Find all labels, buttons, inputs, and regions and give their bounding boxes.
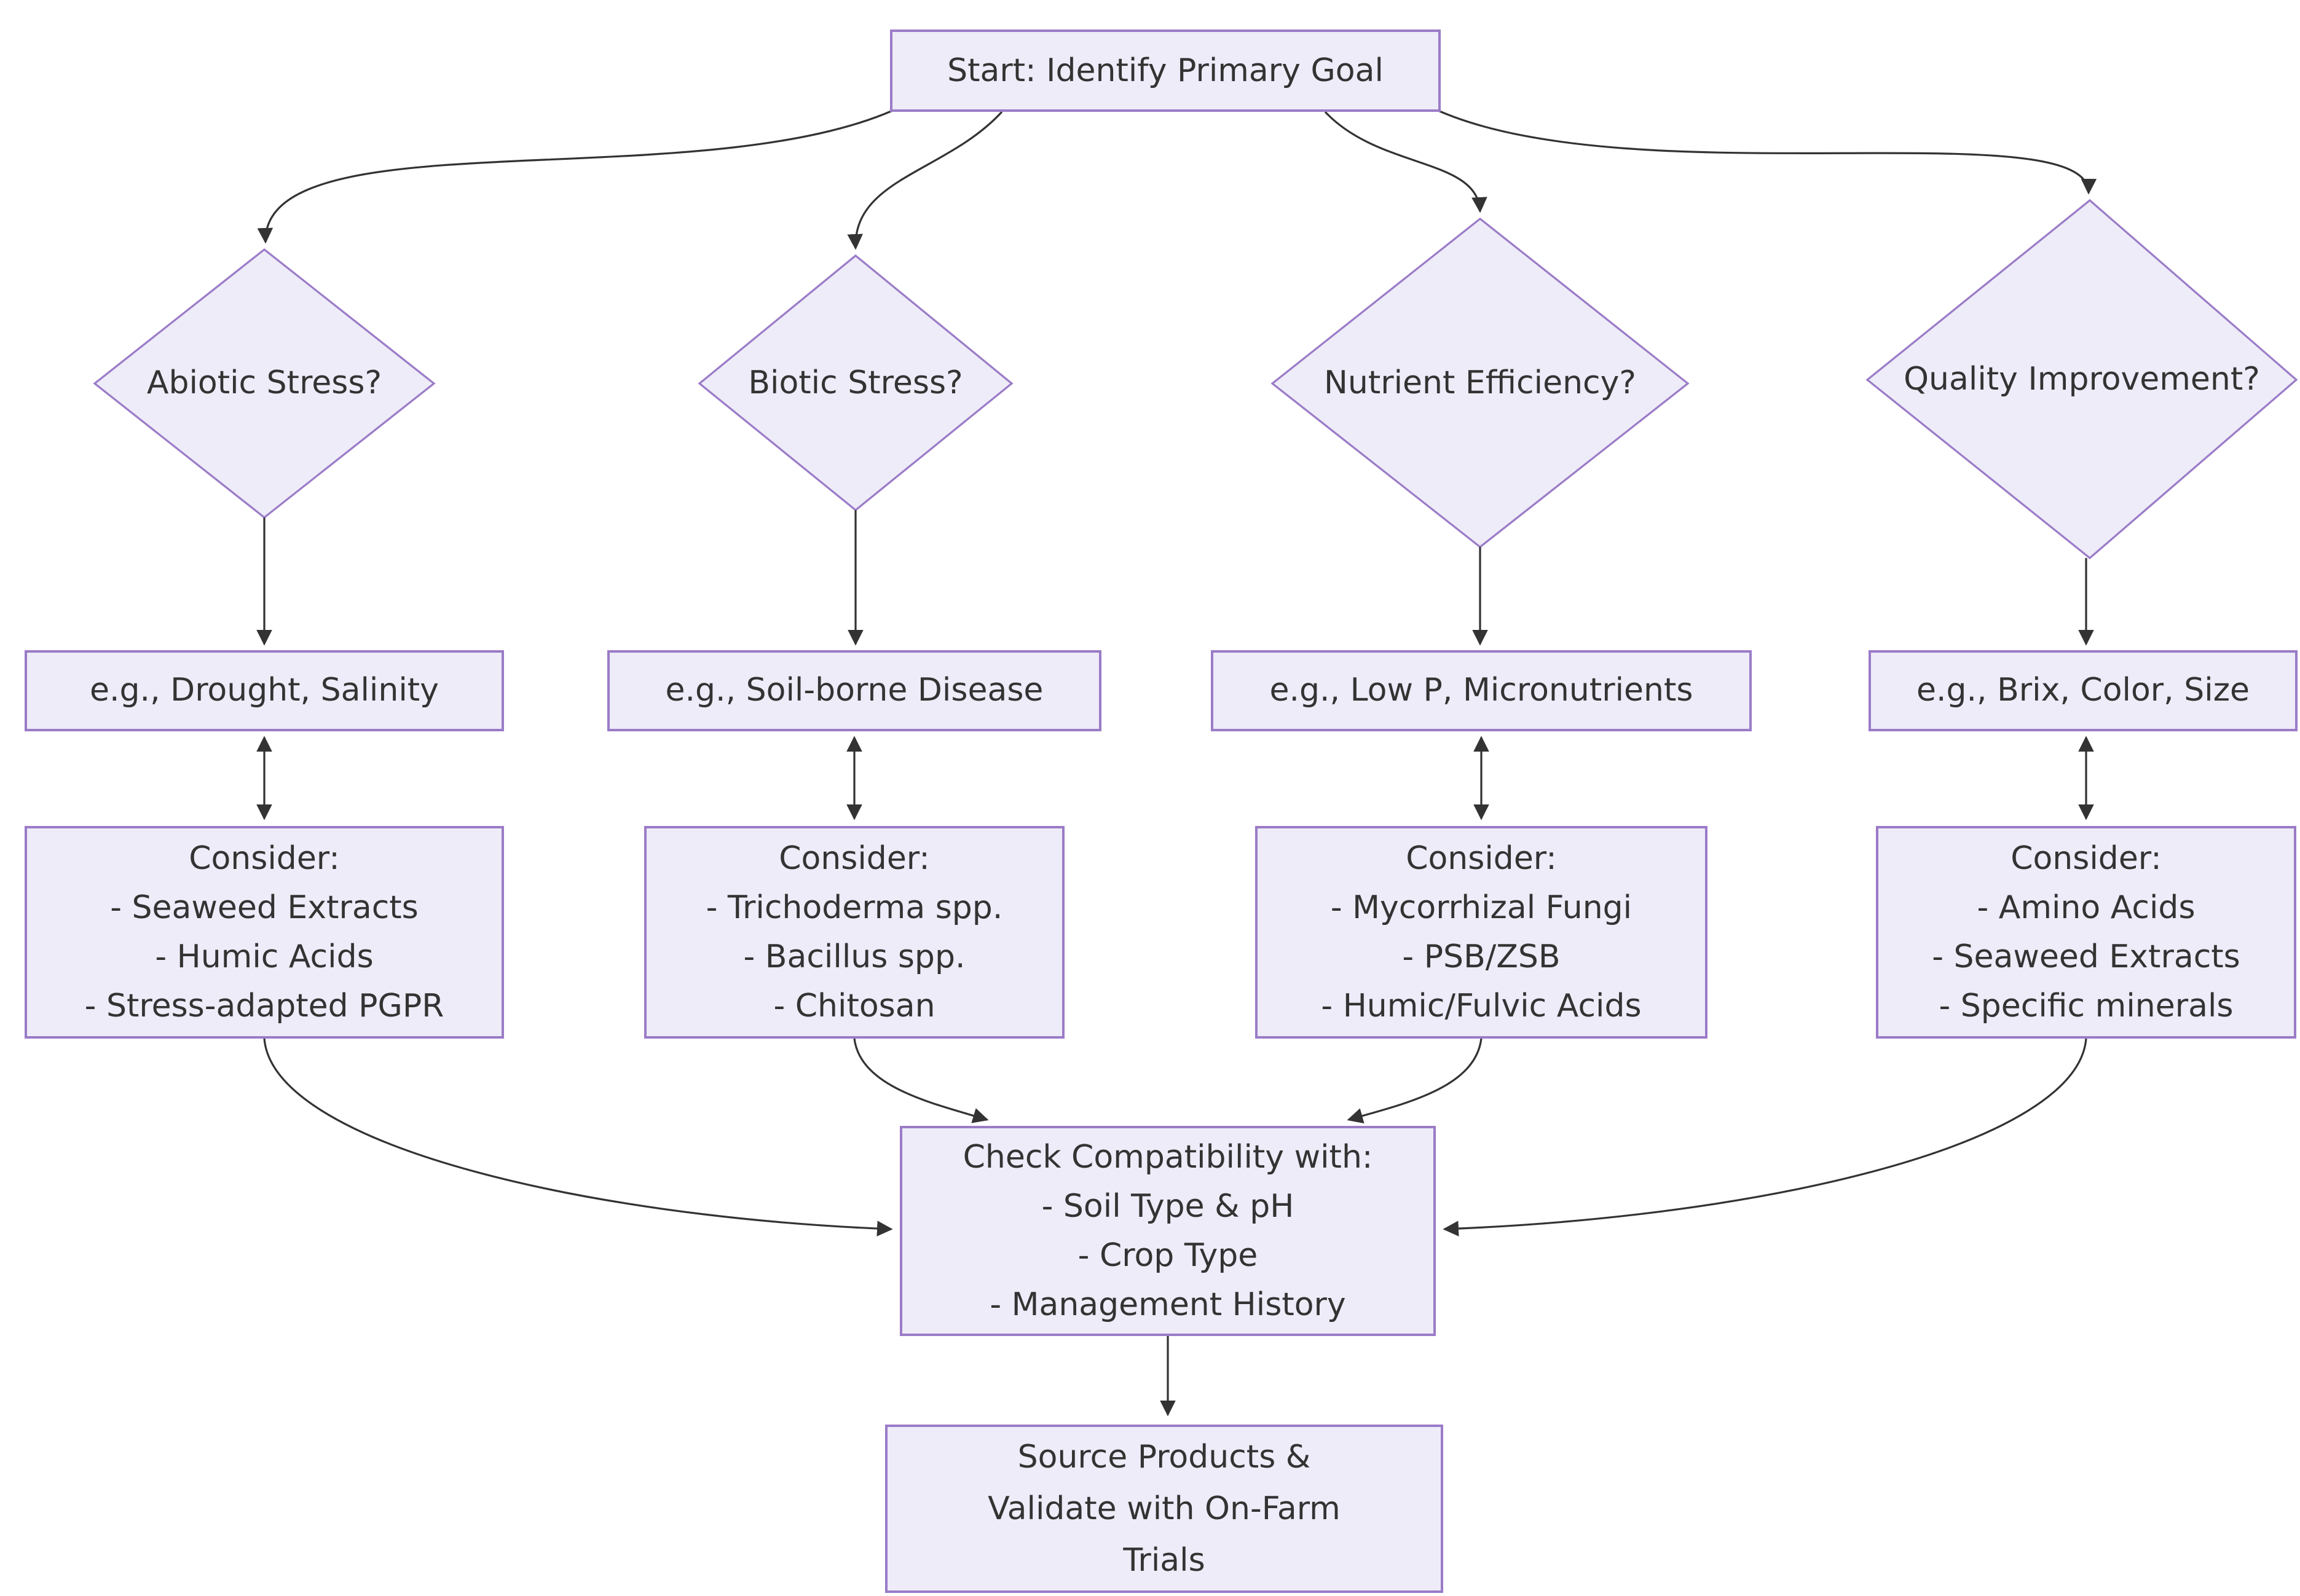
consider-item: - Trichoderma spp. <box>706 889 1003 926</box>
decision-label: Nutrient Efficiency? <box>1323 364 1636 401</box>
consider-title: Consider: <box>1406 840 1557 877</box>
decision-biotic: Biotic Stress? <box>699 256 1012 510</box>
consider-title: Consider: <box>779 840 930 877</box>
compatibility-box: Check Compatibility with: - Soil Type & … <box>900 1126 1436 1336</box>
compatibility-item: - Soil Type & pH <box>1041 1188 1294 1225</box>
consider-item: - Specific minerals <box>1939 988 2234 1024</box>
compatibility-item: - Crop Type <box>1077 1237 1258 1274</box>
example-label: e.g., Drought, Salinity <box>90 672 439 709</box>
consider-item: - Amino Acids <box>1977 889 2196 926</box>
consider-item: - Bacillus spp. <box>743 938 966 975</box>
consider-item: - PSB/ZSB <box>1402 938 1561 975</box>
consider-box-2: Consider: - Trichoderma spp. - Bacillus … <box>644 826 1065 1039</box>
final-box: Source Products & Validate with On-Farm … <box>885 1425 1443 1593</box>
consider-box-4: Consider: - Amino Acids - Seaweed Extrac… <box>1876 826 2296 1039</box>
example-label: e.g., Soil-borne Disease <box>665 672 1044 709</box>
final-line: Source Products & <box>1017 1439 1311 1476</box>
edge-start-to-abiotic <box>257 109 893 244</box>
consider-item: - Humic/Fulvic Acids <box>1321 988 1642 1024</box>
consider-box-1: Consider: - Seaweed Extracts - Humic Aci… <box>25 826 504 1039</box>
decision-nutrient: Nutrient Efficiency? <box>1272 219 1688 547</box>
example-box-4: e.g., Brix, Color, Size <box>1869 650 2298 731</box>
decision-quality: Quality Improvement? <box>1867 200 2296 558</box>
edge-consider1-compatibility <box>263 1038 893 1236</box>
final-line: Trials <box>1123 1542 1205 1579</box>
consider-item: - Seaweed Extracts <box>1932 938 2240 975</box>
consider-title: Consider: <box>2011 840 2162 877</box>
example-box-2: e.g., Soil-borne Disease <box>607 650 1101 731</box>
example-label: e.g., Brix, Color, Size <box>1916 672 2250 709</box>
decision-quality-shape <box>1865 199 2298 560</box>
example-label: e.g., Low P, Micronutrients <box>1269 672 1693 709</box>
compatibility-title: Check Compatibility with: <box>963 1139 1373 1176</box>
consider-item: - Chitosan <box>773 988 935 1024</box>
edge-start-to-quality <box>1438 109 2097 195</box>
final-line: Validate with On-Farm <box>988 1490 1341 1527</box>
consider-item: - Humic Acids <box>155 938 374 975</box>
decision-label: Quality Improvement? <box>1904 361 2260 398</box>
consider-item: - Stress-adapted PGPR <box>84 988 444 1024</box>
decision-abiotic: Abiotic Stress? <box>95 250 434 517</box>
edge-consider3-compatibility <box>1347 1038 1483 1124</box>
consider-title: Consider: <box>189 840 340 877</box>
start-label: Start: Identify Primary Goal <box>947 52 1384 89</box>
example-box-1: e.g., Drought, Salinity <box>25 650 504 731</box>
consider-item: - Mycorrhizal Fungi <box>1330 889 1632 926</box>
compatibility-item: - Management History <box>990 1286 1346 1323</box>
edge-start-to-biotic <box>847 111 1003 250</box>
decision-label: Abiotic Stress? <box>146 365 382 402</box>
decision-label: Biotic Stress? <box>748 364 963 401</box>
example-box-3: e.g., Low P, Micronutrients <box>1211 650 1752 731</box>
start-node: Start: Identify Primary Goal <box>890 29 1441 112</box>
edge-start-to-nutrient <box>1324 111 1487 213</box>
consider-item: - Seaweed Extracts <box>110 889 419 926</box>
consider-box-3: Consider: - Mycorrhizal Fungi - PSB/ZSB … <box>1255 826 1707 1039</box>
edge-consider2-compatibility <box>853 1038 989 1123</box>
edge-consider4-compatibility <box>1443 1038 2087 1236</box>
